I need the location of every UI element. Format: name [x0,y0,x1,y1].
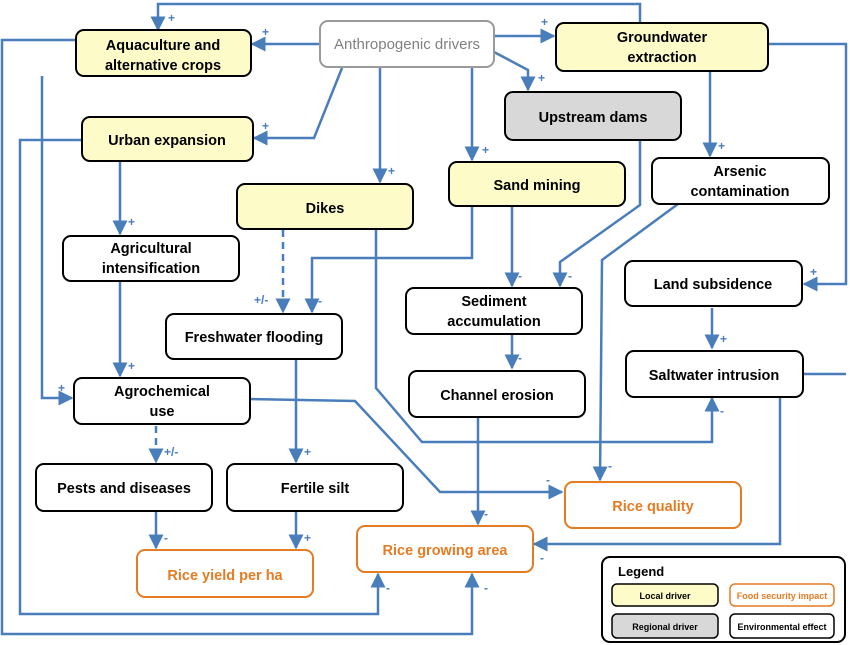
edge-label: +/- [164,445,178,459]
node-anthropogenic-drivers: Anthropogenic drivers [319,20,495,68]
edge-label: - [540,551,544,565]
node-rice-quality: Rice quality [564,481,742,529]
edge-label: - [518,269,522,283]
node-label: accumulation [447,314,540,330]
edge-sand-freshwater [304,206,474,314]
edge-label: - [568,269,572,283]
legend-label: Regional driver [632,622,698,632]
node-label: alternative crops [105,58,221,74]
node-upstream-dams: Upstream dams [504,91,682,141]
edge-arsenic-quality [592,202,679,482]
node-sediment-accumulation: Sediment accumulation [405,287,583,335]
node-label: Rice quality [612,499,693,515]
edge-anthro-dams [493,50,536,92]
edge-label: + [262,119,269,133]
node-label: Aquaculture and [106,38,220,54]
node-agricultural-intensification: Agricultural intensification [62,235,240,282]
legend-label: Environmental effect [737,622,826,632]
edge-label: + [538,71,545,85]
node-label: Rice yield per ha [167,568,283,584]
edge-label: + [262,25,269,39]
edge-label: - [484,507,488,521]
edge-urban-area [18,138,386,616]
node-fertile-silt: Fertile silt [226,463,404,512]
legend-title: Legend [618,564,664,579]
node-label: Arsenic [713,164,766,180]
node-dikes: Dikes [236,183,414,230]
edge-dikes-saltwater [374,230,720,444]
edge-label: - [386,581,390,595]
node-label: extraction [627,50,696,66]
edge-ground-subsidence [768,42,848,292]
edge-label: - [608,459,612,473]
edge-dams-sediment [552,140,642,288]
edge-label: + [388,164,395,178]
edge-agrochem-quality [249,397,564,500]
node-label: Upstream dams [539,110,648,126]
node-label: contamination [690,184,789,200]
node-agrochemical-use: Agrochemical use [73,377,251,425]
node-label: Groundwater [617,30,708,46]
node-pests-and-diseases: Pests and diseases [35,463,213,512]
edge-aqua-area [0,38,480,636]
edge-label: + [128,359,135,373]
edge-label: + [482,143,489,157]
legend-item-food-security: Food security impact [729,583,835,607]
edge-saltwater-area [532,398,782,552]
edge-label: +/- [254,293,268,307]
edge-label: + [168,11,175,25]
edge-anthro-urban [252,67,344,146]
edge-label: + [810,265,817,279]
node-freshwater-flooding: Freshwater flooding [165,313,343,360]
edge-label: + [541,15,548,29]
node-rice-yield-per-ha: Rice yield per ha [136,549,314,598]
node-urban-expansion: Urban expansion [81,116,254,162]
node-label: intensification [102,261,200,277]
node-groundwater-extraction: Groundwater extraction [555,22,769,72]
edge-label: + [128,215,135,229]
node-label: Saltwater intrusion [649,368,780,384]
edge-label: - [720,404,724,418]
edge-label: - [164,531,168,545]
node-label: Anthropogenic drivers [334,36,480,53]
node-label: Agricultural [110,241,191,257]
node-label: Pests and diseases [57,481,191,497]
node-label: Sediment [461,294,526,310]
node-label: use [150,404,175,420]
legend: Legend Local driver Food security impact… [601,556,846,643]
node-arsenic-contamination: Arsenic contamination [651,157,830,205]
legend-label: Local driver [639,591,691,601]
legend-label: Food security impact [737,591,828,601]
node-label: Agrochemical [114,384,210,400]
edge-label: - [546,473,550,487]
edge-label: + [718,139,725,153]
edge-label: + [304,531,311,545]
node-aquaculture: Aquaculture and alternative crops [75,29,252,77]
edge-aqua-agrochem [40,76,74,406]
node-label: Channel erosion [440,388,554,404]
node-label: Rice growing area [383,543,509,559]
edge-anthro-top-aqua [150,2,642,32]
node-label: Urban expansion [108,133,226,149]
legend-item-local-driver: Local driver [611,583,719,607]
edge-label: + [720,332,727,346]
node-channel-erosion: Channel erosion [408,370,586,418]
edge-label: - [318,294,322,308]
node-label: Fertile silt [281,481,350,497]
node-sand-mining: Sand mining [448,161,626,207]
node-land-subsidence: Land subsidence [624,260,803,307]
node-label: Sand mining [494,178,581,194]
node-label: Dikes [306,201,345,217]
node-label: Land subsidence [654,277,772,293]
edge-label: + [304,445,311,459]
node-label: Freshwater flooding [185,330,324,346]
legend-item-regional-driver: Regional driver [611,613,719,639]
node-rice-growing-area: Rice growing area [356,525,534,573]
node-saltwater-intrusion: Saltwater intrusion [625,350,804,398]
edge-label: - [484,581,488,595]
edge-label: - [518,351,522,365]
edge-label: + [58,381,65,395]
legend-item-environmental-effect: Environmental effect [729,613,835,639]
